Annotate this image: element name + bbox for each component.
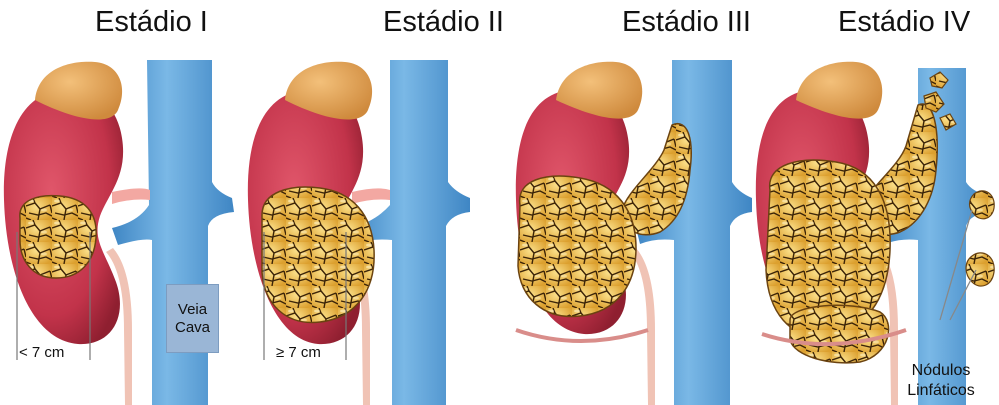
stage-4-drawing	[756, 62, 994, 405]
tumor-2	[262, 187, 374, 322]
lymph-nodes-label: Nódulos Linfáticos	[893, 361, 989, 401]
lymph-nodes-label-line1: Nódulos	[893, 361, 989, 381]
artery-2	[352, 188, 390, 204]
tumor-1	[20, 196, 96, 278]
vena-cava-label: Veia Cava	[166, 284, 219, 353]
tumor-lower-extension-4	[790, 305, 889, 363]
size-label-large: ≥ 7 cm	[276, 344, 321, 362]
lymph-nodes-label-line2: Linfáticos	[893, 381, 989, 401]
vena-cava-label-line1: Veia	[178, 301, 207, 319]
tumor-3	[518, 176, 636, 316]
stage-3-drawing	[516, 60, 752, 405]
size-label-small: < 7 cm	[19, 344, 64, 362]
artery-1	[112, 188, 150, 204]
vena-cava-label-line2: Cava	[175, 319, 210, 337]
